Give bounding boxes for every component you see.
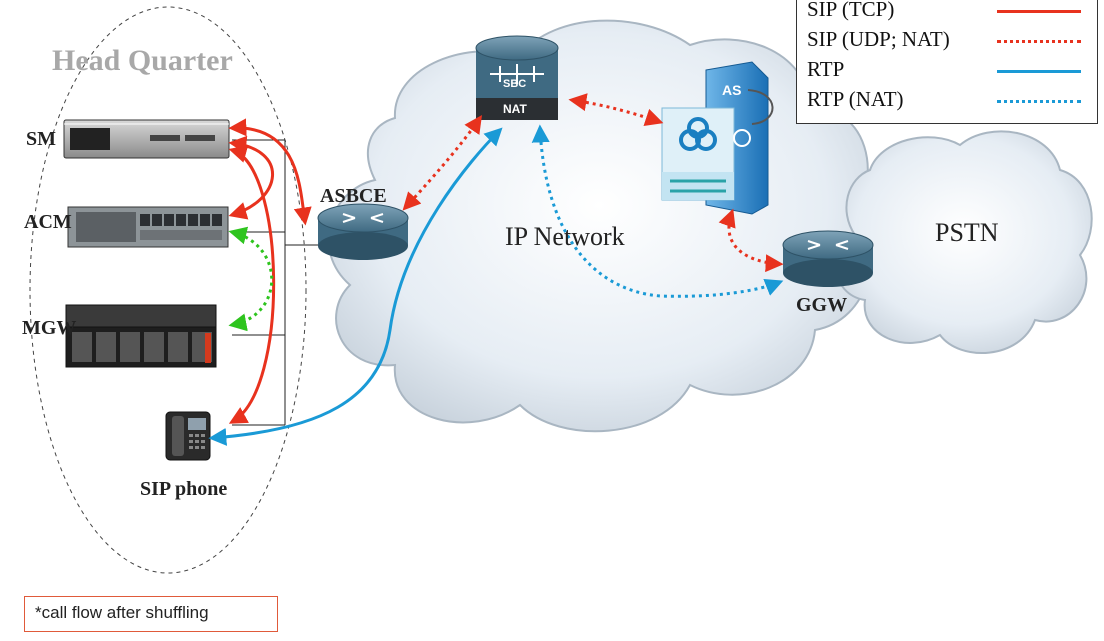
nat-text: NAT [503, 102, 527, 116]
legend-item-sip-tcp: SIP (TCP) [807, 0, 895, 21]
legend-swatch-rtp-nat [997, 100, 1081, 103]
ggw-router-icon [782, 230, 874, 287]
ggw-label: GGW [796, 294, 848, 316]
mgw-label: MGW [22, 317, 77, 339]
sm-label: SM [26, 128, 56, 150]
rtp-nat-flow [531, 124, 784, 298]
mgw-gateway-icon [65, 304, 217, 368]
sip-phone-label: SIP phone [140, 478, 228, 500]
sip-phone-icon [165, 411, 211, 461]
legend-item-rtp: RTP [807, 57, 845, 81]
sip-tcp-flows [228, 118, 312, 424]
pstn-label: PSTN [935, 218, 999, 247]
sbc-nat-icon [475, 35, 559, 120]
ip-network-label: IP Network [505, 222, 625, 251]
legend: SIP (TCP) SIP (UDP; NAT) RTP RTP (NAT) [796, 0, 1098, 124]
legend-swatch-rtp [997, 70, 1081, 73]
call-flow-note: *call flow after shuffling [24, 596, 278, 632]
legend-item-rtp-nat: RTP (NAT) [807, 87, 904, 111]
legend-item-sip-udp-nat: SIP (UDP; NAT) [807, 27, 950, 51]
local-rtp-flow [228, 226, 274, 332]
asbce-label: ASBCE [320, 185, 387, 207]
sbc-text: SBC [503, 78, 527, 90]
asbce-router-icon [317, 203, 409, 260]
head-quarter-label: Head Quarter [52, 44, 233, 77]
legend-swatch-sip-udp-nat [997, 40, 1081, 43]
rtp-flow [208, 127, 503, 446]
legend-swatch-sip-tcp [997, 10, 1081, 13]
acm-server-icon [67, 206, 229, 248]
sm-server-icon [63, 119, 230, 159]
acm-label: ACM [24, 211, 72, 233]
as-text: AS [722, 82, 742, 98]
